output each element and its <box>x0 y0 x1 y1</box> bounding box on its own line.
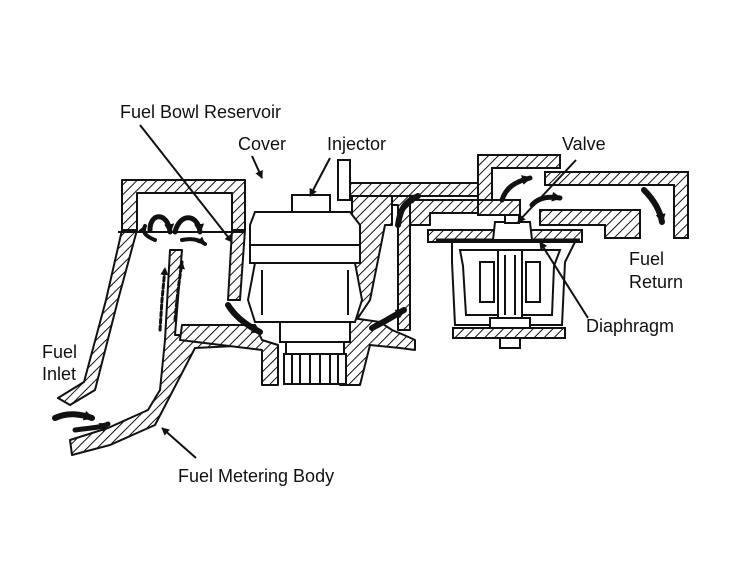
label-fuel-inlet-line1: Fuel <box>42 342 78 362</box>
label-fuel-metering-body: Fuel Metering Body <box>178 466 335 486</box>
injector-body <box>246 159 364 385</box>
leader-lines <box>139 124 589 459</box>
label-valve: Valve <box>562 134 606 154</box>
label-cover: Cover <box>238 134 287 154</box>
flow-arrows <box>52 175 666 433</box>
metering-body-housing <box>57 179 479 456</box>
label-fuel-return-line1: Fuel <box>629 249 665 269</box>
label-fuel-return-line2: Return <box>629 272 684 292</box>
label-fuel-inlet-line2: Inlet <box>42 364 77 384</box>
pressure-regulator <box>427 154 689 349</box>
label-fuel-bowl-reservoir: Fuel Bowl Reservoir <box>120 102 282 122</box>
label-injector: Injector <box>327 134 387 154</box>
label-diaphragm: Diaphragm <box>586 316 675 336</box>
